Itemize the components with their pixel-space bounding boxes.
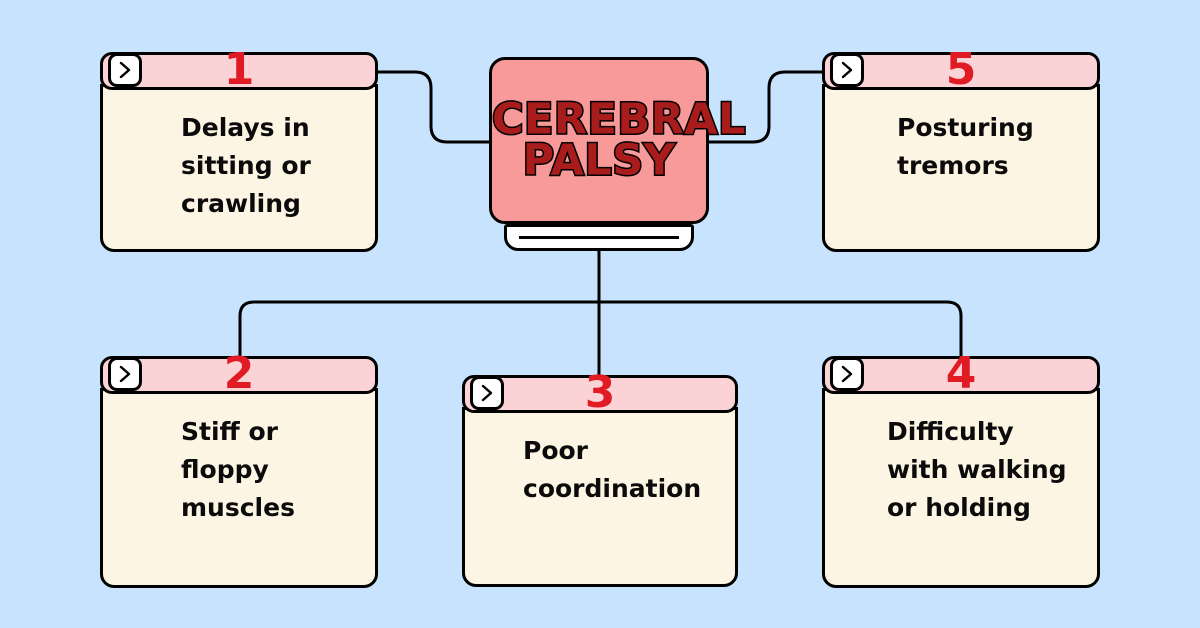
- card-body-1: Delays in sitting or crawling: [100, 84, 378, 252]
- card-body-5: Posturing tremors: [822, 84, 1100, 252]
- symptom-card-3[interactable]: 3 Poor coordination: [462, 371, 738, 587]
- center-node-title: CEREBRAL PALSY: [491, 94, 747, 186]
- chevron-right-icon[interactable]: [830, 53, 864, 87]
- chevron-right-icon[interactable]: [830, 357, 864, 391]
- center-node-base: [504, 224, 694, 251]
- card-number-4: 4: [945, 348, 977, 399]
- card-body-4: Difficulty with walking or holding: [822, 388, 1100, 588]
- chevron-right-icon[interactable]: [108, 357, 142, 391]
- card-header-3: 3: [462, 371, 738, 415]
- center-node-base-line: [519, 236, 679, 239]
- connector-branch-right: [599, 300, 963, 356]
- card-header-5: 5: [822, 48, 1100, 92]
- center-node[interactable]: CEREBRAL PALSY: [489, 57, 747, 224]
- card-number-2: 2: [223, 348, 255, 399]
- card-number-5: 5: [945, 44, 977, 95]
- chevron-right-icon[interactable]: [470, 376, 504, 410]
- card-header-2: 2: [100, 352, 378, 396]
- symptom-card-4[interactable]: 4 Difficulty with walking or holding: [822, 352, 1100, 588]
- card-body-3: Poor coordination: [462, 407, 738, 587]
- chevron-right-icon[interactable]: [108, 53, 142, 87]
- connector-card1: [378, 70, 489, 144]
- card-number-3: 3: [584, 367, 616, 418]
- card-header-4: 4: [822, 352, 1100, 396]
- connector-branch-left: [238, 300, 599, 356]
- symptom-card-1[interactable]: 1 Delays in sitting or crawling: [100, 48, 378, 252]
- card-number-1: 1: [223, 44, 255, 95]
- card-text-2: Stiff or floppy muscles: [181, 417, 295, 522]
- symptom-card-5[interactable]: 5 Posturing tremors: [822, 48, 1100, 252]
- card-text-1: Delays in sitting or crawling: [181, 113, 311, 218]
- card-text-4: Difficulty with walking or holding: [887, 417, 1067, 522]
- card-text-5: Posturing tremors: [897, 113, 1034, 180]
- card-text-3: Poor coordination: [523, 436, 702, 503]
- symptom-card-2[interactable]: 2 Stiff or floppy muscles: [100, 352, 378, 588]
- card-body-2: Stiff or floppy muscles: [100, 388, 378, 588]
- card-header-1: 1: [100, 48, 378, 92]
